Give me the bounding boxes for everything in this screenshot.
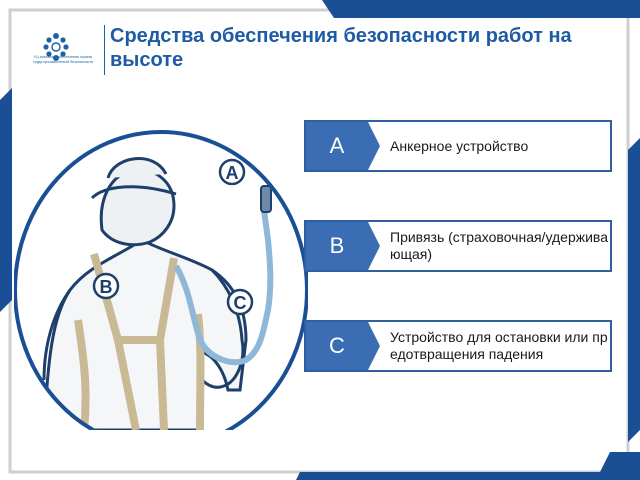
header-divider xyxy=(104,25,105,75)
item-row-a: A Анкерное устройство xyxy=(304,120,612,172)
item-letter: C xyxy=(329,333,345,358)
logo-emblem xyxy=(43,33,69,61)
item-row-b: B Привязь (страховочная/удерживающая) xyxy=(304,220,612,272)
item-text: Привязь (страховочная/удерживающая) xyxy=(390,229,608,262)
marker-a: A xyxy=(226,163,239,183)
item-row-c: C Устройство для остановки или предотвра… xyxy=(304,320,612,372)
logo-caption: УЦ анализа и обеспечения охраны труда пр… xyxy=(32,55,94,64)
item-letter: B xyxy=(329,233,345,258)
page-title: Средства обеспечения безопасности работ … xyxy=(110,25,572,71)
item-text: Анкерное устройство xyxy=(390,137,529,154)
item-tag-shape xyxy=(306,122,380,170)
marker-b: B xyxy=(100,277,113,297)
harness-illustration: A B C xyxy=(14,130,308,430)
item-letter: A xyxy=(329,133,345,158)
item-tag-shape xyxy=(306,322,380,370)
marker-c: C xyxy=(234,293,247,313)
item-tag-shape xyxy=(306,222,380,270)
item-text: Устройство для остановки или предотвраще… xyxy=(390,329,608,362)
